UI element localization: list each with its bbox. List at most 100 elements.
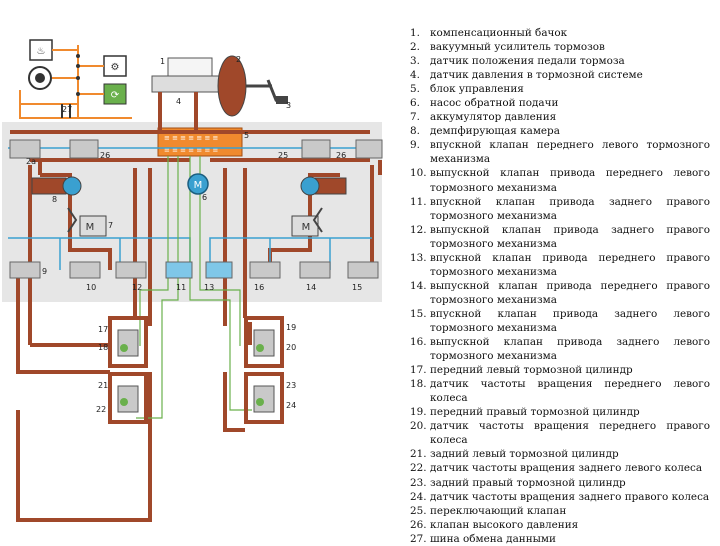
label-9: 9 bbox=[42, 267, 47, 276]
legend-item-text: датчик положения педали тормоза bbox=[430, 55, 625, 68]
legend-item: 25.переключающий клапан bbox=[410, 504, 710, 518]
legend-item-number: 19. bbox=[410, 406, 427, 419]
legend-item-number: 10. bbox=[410, 167, 427, 180]
legend-item-number: 1. bbox=[410, 27, 420, 39]
label-14: 14 bbox=[306, 283, 316, 292]
legend-item: 16.выпускной клапан привода заднего лево… bbox=[410, 335, 710, 363]
label-12: 12 bbox=[132, 283, 142, 292]
legend-item: 24.датчик частоты вращения заднего право… bbox=[410, 490, 710, 504]
legend-item-number: 22. bbox=[410, 462, 427, 475]
valves bbox=[9, 139, 383, 279]
pump-motor-icon bbox=[187, 173, 209, 195]
legend-item: 7. аккумулятор давления bbox=[410, 110, 710, 124]
legend-item-text: датчик давления в тормозной системе bbox=[430, 69, 643, 82]
label-7: 7 bbox=[108, 221, 113, 230]
legend-item: 4. датчик давления в тормозной системе bbox=[410, 68, 710, 82]
legend-item-number: 6. bbox=[410, 97, 420, 110]
master-cylinder-booster bbox=[151, 55, 288, 117]
legend-item-text: впускной клапан переднего левого тормозн… bbox=[430, 139, 710, 166]
label-13: 13 bbox=[204, 283, 214, 292]
svg-text:≡ ≡ ≡ ≡ ≡ ≡ ≡: ≡ ≡ ≡ ≡ ≡ ≡ ≡ bbox=[164, 134, 219, 142]
legend-item-number: 20. bbox=[410, 420, 427, 433]
label-3: 3 bbox=[286, 101, 291, 110]
svg-text:M: M bbox=[302, 222, 311, 233]
legend-item-number: 5. bbox=[410, 83, 420, 96]
legend-item-text: датчик частоты вращения переднего левого… bbox=[430, 378, 710, 405]
svg-text:≡ ≡ ≡ ≡ ≡ ≡ ≡: ≡ ≡ ≡ ≡ ≡ ≡ ≡ bbox=[164, 146, 219, 154]
label-1: 1 bbox=[160, 57, 165, 66]
legend-item-number: 9. bbox=[410, 139, 420, 152]
legend-item: 6. насос обратной подачи bbox=[410, 96, 710, 110]
label-2a: 2a bbox=[26, 157, 36, 166]
label-24: 24 bbox=[286, 401, 296, 410]
legend-item: 21.задний левый тормозной цилиндр bbox=[410, 447, 710, 461]
wheel-cylinders bbox=[108, 316, 284, 424]
legend-item: 11.впускной клапан привода заднего право… bbox=[410, 195, 710, 223]
label-27: 27 bbox=[62, 105, 72, 114]
svg-text:⟳: ⟳ bbox=[111, 90, 120, 101]
legend-item: 17.передний левый тормозной цилиндр bbox=[410, 363, 710, 377]
legend-item-number: 21. bbox=[410, 448, 427, 461]
legend-item-number: 26. bbox=[410, 518, 427, 531]
label-10: 10 bbox=[86, 283, 96, 292]
legend-item: 12.выпускной клапан привода заднего прав… bbox=[410, 223, 710, 251]
legend-item-number: 23. bbox=[410, 476, 427, 489]
legend-item: 18.датчик частоты вращения переднего лев… bbox=[410, 377, 710, 405]
legend-item: 22.датчик частоты вращения заднего левог… bbox=[410, 461, 710, 475]
legend-item: 13.впускной клапан привода переднего пра… bbox=[410, 251, 710, 279]
brake-system-diagram: ♨ ⚙ ⟳ ≡ ≡ ≡ ≡ ≡ ≡ ≡ ≡ ≡ ≡ ≡ ≡ ≡ ≡ bbox=[2, 39, 383, 522]
legend-item-number: 24. bbox=[410, 490, 427, 503]
legend-item: 9. впускной клапан переднего левого тормо… bbox=[410, 138, 710, 166]
legend-item-text: шина обмена данными bbox=[430, 532, 556, 545]
vacuum-booster bbox=[217, 55, 247, 117]
legend-item: 2.вакуумный усилитель тормозов bbox=[410, 40, 710, 54]
label-6: 6 bbox=[202, 193, 207, 202]
svg-text:♨: ♨ bbox=[37, 46, 46, 57]
legend-item: 8.демпфирующая камера bbox=[410, 124, 710, 138]
hydraulic-lines bbox=[10, 112, 382, 522]
legend-item-text: датчик частоты вращения заднего правого … bbox=[430, 490, 710, 503]
legend-item-text: клапан высокого давления bbox=[430, 518, 579, 531]
legend-item-text: выпускной клапан привода переднего право… bbox=[430, 279, 710, 306]
label-16: 16 bbox=[254, 283, 264, 292]
legend-item-text: насос обратной подачи bbox=[430, 97, 559, 110]
label-25: 25 bbox=[278, 151, 288, 160]
svg-text:⚙: ⚙ bbox=[111, 62, 120, 73]
label-21: 21 bbox=[98, 381, 108, 390]
legend-item-text: впускной клапан привода заднего левого т… bbox=[430, 307, 710, 334]
legend-item: 5. блок управления bbox=[410, 82, 710, 96]
legend-item-number: 25. bbox=[410, 504, 427, 517]
legend-item-text: передний правый тормозной цилиндр bbox=[430, 406, 640, 419]
legend-item-text: задний правый тормозной цилиндр bbox=[430, 476, 626, 489]
legend-item-text: компенсационный бачок bbox=[430, 27, 568, 39]
legend-item-text: демпфирующая камера bbox=[430, 125, 560, 138]
label-5: 5 bbox=[244, 131, 249, 140]
label-18: 18 bbox=[98, 343, 108, 352]
legend-item: 10.выпускной клапан привода переднего ле… bbox=[410, 166, 710, 194]
legend-item-text: впускной клапан привода заднего правого … bbox=[430, 195, 710, 222]
legend-item: 19.передний правый тормозной цилиндр bbox=[410, 405, 710, 419]
legend-item-number: 27. bbox=[410, 532, 427, 545]
legend-item-text: переключающий клапан bbox=[430, 504, 567, 517]
label-11: 11 bbox=[176, 283, 186, 292]
legend-item: 14.выпускной клапан привода переднего пр… bbox=[410, 279, 710, 307]
label-17: 17 bbox=[98, 325, 108, 334]
legend-item-text: впускной клапан привода переднего правог… bbox=[430, 251, 710, 278]
label-20: 20 bbox=[286, 343, 296, 352]
legend-item-number: 11. bbox=[410, 195, 427, 208]
legend-item-number: 7. bbox=[410, 111, 420, 124]
label-26b: 26 bbox=[336, 151, 346, 160]
legend-item-text: выпускной клапан привода переднего левог… bbox=[430, 167, 710, 194]
legend-item-number: 4. bbox=[410, 69, 420, 82]
label-19: 19 bbox=[286, 323, 296, 332]
legend-item-text: датчик частоты вращения заднего левого к… bbox=[430, 462, 703, 475]
label-15: 15 bbox=[352, 283, 362, 292]
legend-item-text: вакуумный усилитель тормозов bbox=[430, 41, 605, 54]
legend-item-number: 18. bbox=[410, 378, 427, 391]
legend-item-number: 16. bbox=[410, 336, 427, 349]
legend-item-text: аккумулятор давления bbox=[430, 111, 557, 124]
legend-item-text: передний левый тормозной цилиндр bbox=[430, 364, 633, 377]
legend-item-text: блок управления bbox=[430, 83, 524, 96]
label-4: 4 bbox=[176, 97, 181, 106]
